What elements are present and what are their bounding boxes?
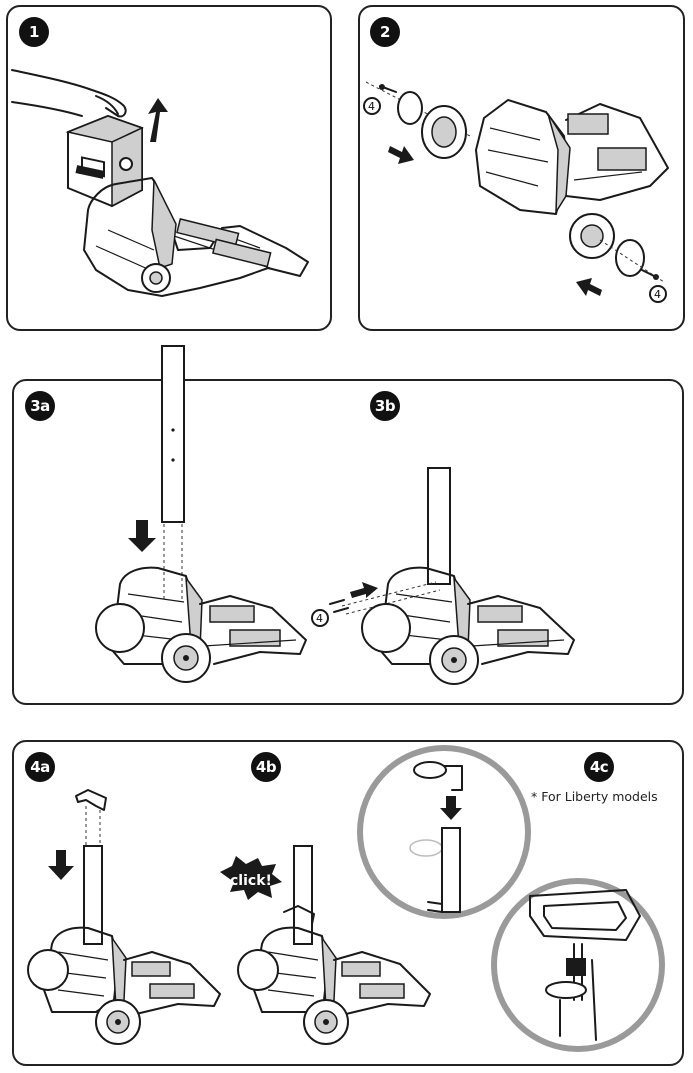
- clip-icon: [75, 789, 107, 811]
- wheel-icon: [421, 105, 467, 159]
- arrow-right-icon: [350, 582, 378, 598]
- svg-text:4: 4: [654, 288, 661, 301]
- handle-post-icon: [161, 345, 185, 523]
- cart-base-icon: [253, 926, 431, 1015]
- step-badge-4c: 4c: [584, 752, 614, 782]
- step-badge-3b: 3b: [370, 391, 400, 421]
- detail-magnifier-icon: [357, 745, 531, 919]
- click-burst-icon: click!: [220, 856, 282, 900]
- detail-magnifier-icon: [491, 878, 665, 1052]
- svg-text:4: 4: [316, 612, 323, 625]
- handle-post-icon: [427, 467, 451, 585]
- step-badge-1: 1: [19, 17, 49, 47]
- step-badge-3a: 3a: [25, 391, 55, 421]
- arrow-down-icon: [48, 850, 74, 880]
- wheel-icon: [569, 213, 615, 259]
- arrow-up-icon: [148, 98, 168, 142]
- wheel-icon: [237, 949, 349, 1045]
- screw-icon: [329, 599, 349, 613]
- cart-base-icon: [379, 566, 575, 665]
- wheel-icon: [27, 949, 141, 1045]
- liberty-models-note: * For Liberty models: [531, 789, 658, 804]
- handle-post-icon: [293, 845, 313, 945]
- hand-icon: [11, 69, 127, 118]
- cart-base-icon: [83, 177, 309, 297]
- screw-icon: [379, 84, 397, 93]
- arrow-down-icon: [128, 520, 156, 552]
- arrow-right-icon: [388, 146, 414, 164]
- step-badge-2: 2: [370, 17, 400, 47]
- arrow-left-icon: [576, 278, 602, 296]
- step-badge-4a: 4a: [25, 752, 55, 782]
- wheel-icon: [361, 603, 479, 685]
- handle-post-icon: [83, 845, 103, 945]
- svg-text:click!: click!: [230, 873, 272, 889]
- svg-text:4: 4: [368, 100, 375, 113]
- cart-base-icon: [475, 99, 669, 215]
- cart-base-icon: [43, 926, 221, 1015]
- wheel-icon: [95, 603, 211, 683]
- step-badge-4b: 4b: [251, 752, 281, 782]
- arrow-down-icon: [440, 796, 462, 820]
- wheel-icon: [141, 263, 171, 293]
